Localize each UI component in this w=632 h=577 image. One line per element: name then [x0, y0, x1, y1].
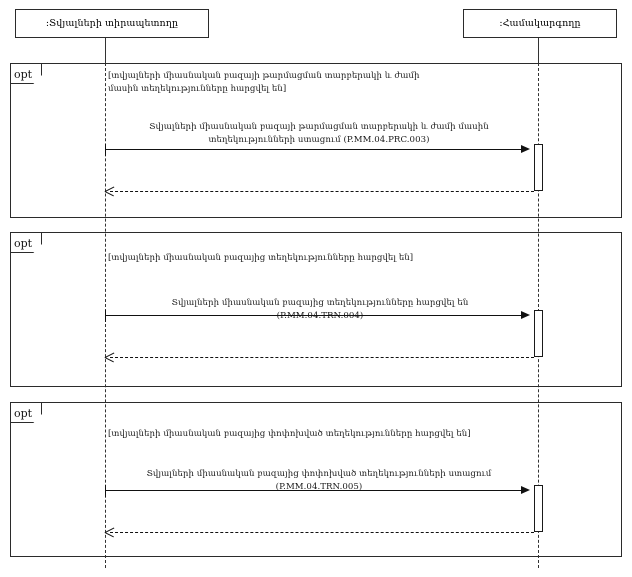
fragment-guard-2: [տվյալների միասնական բազայից տեղեկությու…	[108, 253, 414, 263]
message-arrowhead-2	[521, 311, 530, 319]
fragment-operator-label-1: opt	[14, 67, 33, 81]
message-arrowhead-1	[521, 145, 530, 153]
activation-bar-coordinator-1	[534, 144, 543, 191]
message-line-1[interactable]	[105, 149, 525, 150]
message-label-3: Տվյալների միասնական բազայից փոփոխված տեղ…	[146, 469, 492, 492]
lifeline-head-coordinator[interactable]: :Համակարգողը	[463, 9, 617, 38]
lifeline-stem-coordinator-head	[538, 38, 539, 63]
fragment-operator-tab-2	[11, 233, 42, 253]
message-return-arrowhead-2	[105, 353, 114, 362]
fragment-operator-label-2: opt	[14, 236, 33, 250]
message-arrowhead-3	[521, 486, 530, 494]
lifeline-head-label-coordinator: :Համակարգողը	[499, 18, 581, 29]
message-return-line-3[interactable]	[110, 532, 534, 533]
fragment-guard-1: [տվյալների միասնական բազայի թարմացման տա…	[108, 71, 420, 94]
activation-bar-coordinator-3	[534, 485, 543, 532]
combined-fragment-opt-1[interactable]: opt	[10, 63, 622, 218]
activation-bar-coordinator-2	[534, 310, 543, 357]
combined-fragment-opt-2[interactable]: opt	[10, 232, 622, 387]
message-label-1: Տվյալների միասնական բազայի թարմացման տար…	[149, 122, 489, 145]
message-origin-cap-3	[105, 485, 106, 497]
lifeline-stem-data-owner-head	[105, 38, 106, 63]
lifeline-head-label-data-owner: :Տվյալների տիրապետողը	[45, 18, 179, 29]
message-label-2: Տվյալների միասնական բազայից տեղեկություն…	[171, 298, 469, 321]
message-return-line-1[interactable]	[110, 191, 534, 192]
message-return-arrowhead-3	[105, 528, 114, 537]
message-return-arrowhead-1	[105, 187, 114, 196]
fragment-guard-3: [տվյալների միասնական բազայից փոփոխված տե…	[108, 429, 471, 439]
combined-fragment-opt-3[interactable]: opt	[10, 402, 622, 557]
message-return-line-2[interactable]	[110, 357, 534, 358]
message-line-2[interactable]	[105, 315, 525, 316]
fragment-operator-tab-3	[11, 403, 42, 423]
fragment-operator-label-3: opt	[14, 406, 33, 420]
message-line-3[interactable]	[105, 490, 525, 491]
lifeline-head-data-owner[interactable]: :Տվյալների տիրապետողը	[15, 9, 209, 38]
message-origin-cap-1	[105, 144, 106, 156]
message-origin-cap-2	[105, 310, 106, 322]
fragment-operator-tab-1	[11, 64, 42, 84]
